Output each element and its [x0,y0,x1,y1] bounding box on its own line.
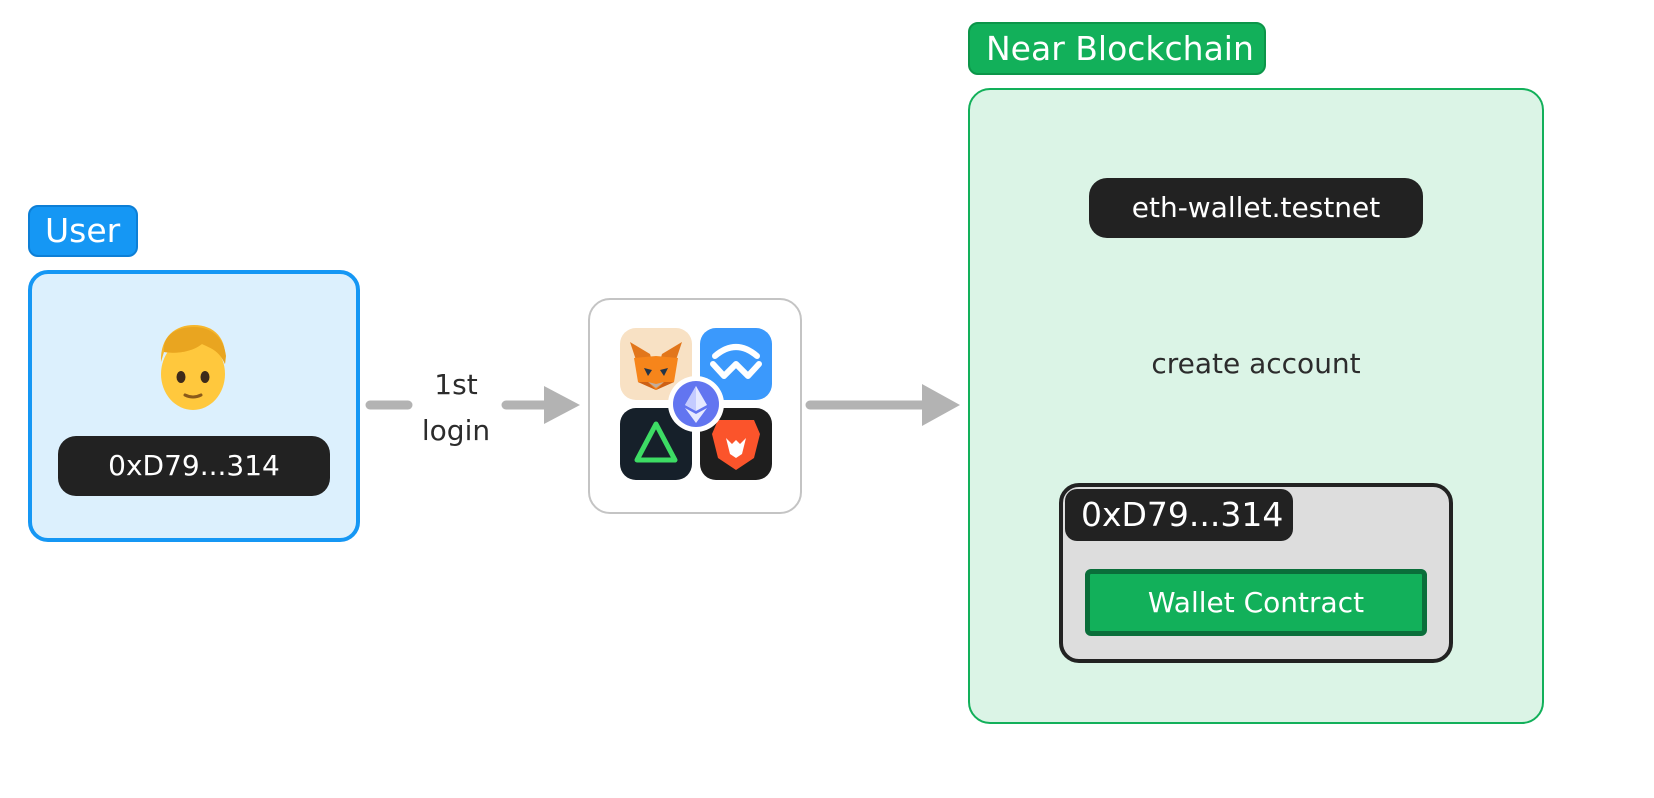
ethereum-icon [668,376,724,432]
user-address-pill: 0xD79...314 [58,436,330,496]
login-label: 1st login [400,362,512,454]
create-account-label: create account [1151,347,1361,380]
wallet-icons-grid [620,328,772,480]
arrow-to-near [805,384,960,426]
near-blockchain-label: Near Blockchain [968,22,1266,75]
metamask-fox-icon [620,328,692,400]
login-label-line2: login [421,414,491,447]
account-pill: eth-wallet.testnet [1089,178,1423,238]
brave-lion-icon [700,408,772,480]
person-blond-hair-icon [160,325,226,410]
user-label: User [28,205,138,257]
wallet-contract-box: Wallet Contract [1085,569,1427,636]
walletconnect-icon [700,328,772,400]
contract-address-tag: 0xD79...314 [1065,489,1293,541]
wallet-triangle-icon [620,408,692,480]
login-label-line1: 1st [434,368,478,401]
arrow-to-wallets [501,386,580,424]
